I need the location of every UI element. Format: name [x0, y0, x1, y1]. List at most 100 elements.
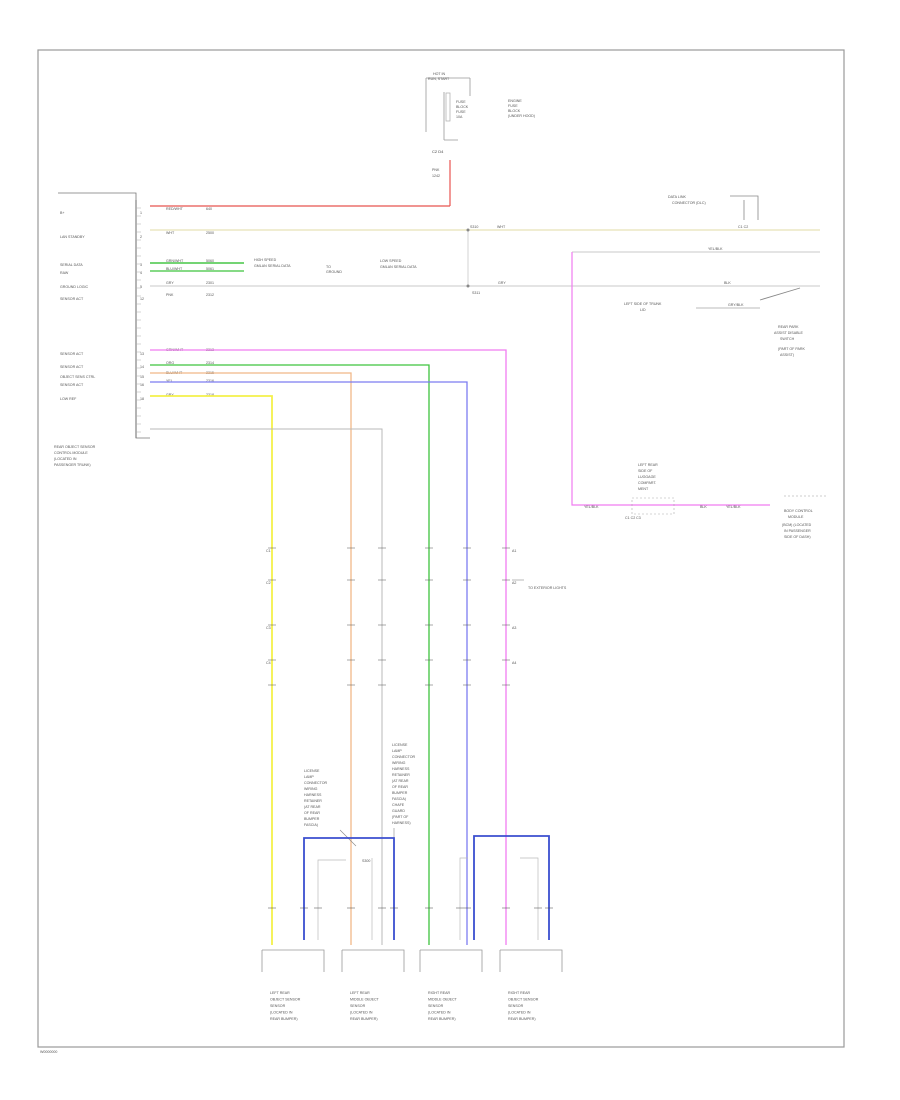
- left-note-line: LICENSE: [304, 769, 320, 773]
- notes: LICENSELAMPCONNECTORWIRINGHARNESSRETAINE…: [304, 769, 327, 827]
- module-pin-wire-color: GRY: [166, 281, 174, 285]
- bcm-1: BODY CONTROL: [784, 509, 813, 513]
- vicm-5: MENT: [638, 487, 649, 491]
- vicm-wire-b: BLK: [700, 505, 707, 509]
- sensor-label-line: REAR BUMPER): [508, 1017, 536, 1021]
- sensor-label-line: LEFT REAR: [270, 991, 290, 995]
- right-note-line: LAMP: [392, 749, 402, 753]
- module-name-4: PASSENGER TRUNK): [54, 463, 91, 467]
- left-note-line: WIRING: [304, 787, 318, 791]
- hv-note: TO EXTERIOR LIGHTS: [528, 586, 567, 590]
- vicm-4: COMPART.: [638, 481, 656, 485]
- fuse-pins: C2 D4: [432, 149, 444, 154]
- module-pin-circuit: 2301: [206, 281, 214, 285]
- upper-pins: C1 C2: [738, 225, 748, 229]
- mid-conn-right-1: A1: [512, 549, 516, 553]
- lower-wire: BLK: [724, 281, 731, 285]
- fuse-hot-label-1: HOT IN: [433, 72, 446, 76]
- sensor-label-line: (LOCATED IN: [508, 1011, 531, 1015]
- object-sensor-module: [58, 192, 150, 439]
- sensor-label-line: REAR BUMPER): [270, 1017, 298, 1021]
- fuse-label-3: FUSE: [456, 110, 466, 114]
- upper-harness: [150, 205, 820, 506]
- module-pin-number: 12: [140, 297, 144, 301]
- right-note-line: WIRING: [392, 761, 406, 765]
- sensor-body: [499, 949, 563, 972]
- sensor-body: [261, 949, 325, 972]
- module-pin-label: SENSOR ACT: [60, 297, 84, 301]
- mid-conn-right-2: A2: [512, 581, 516, 585]
- bcm-3: (BCM) (LOCATED: [782, 523, 812, 527]
- left-note-line: FASCIA): [304, 823, 318, 827]
- module-pin-wire-color: GRN/WHT: [166, 259, 184, 263]
- vicm-3: LUGGAGE: [638, 475, 656, 479]
- module-pin-number: 5: [140, 285, 142, 289]
- fuse-label-1: FUSE: [456, 100, 466, 104]
- right-note-line: (AT REAR: [392, 779, 409, 783]
- left-note-line: LAMP: [304, 775, 314, 779]
- module-pin-wire-color: BLU/WHT: [166, 267, 183, 271]
- module-name: REAR OBJECT SENSOR CONTROL MODULE (LOCAT…: [54, 445, 96, 467]
- sensor-body: [341, 949, 405, 972]
- switch-sub-2: ASSIST): [780, 353, 794, 357]
- switch-lead-2: LID: [640, 308, 646, 312]
- right-note-line: HARNESS: [392, 767, 410, 771]
- serial-note-1: HIGH SPEED: [254, 258, 277, 262]
- module-pin-label: LAN STANDBY: [60, 235, 85, 239]
- sensor-label-line: SENSOR: [428, 1004, 444, 1008]
- module-pin-circuit: 5060: [206, 259, 214, 263]
- footer-code: W0000000: [40, 1050, 57, 1054]
- mid-conn-left-2: C2: [266, 581, 271, 585]
- switch-lead-1: LEFT SIDE OF TRUNK: [624, 302, 662, 306]
- switch-sub-1: (PART OF PARK: [778, 347, 805, 351]
- ctrl-note-2: GMLAN SERIAL DATA: [380, 265, 417, 269]
- sensor-body: [419, 949, 483, 972]
- ground-note-1: TO: [326, 265, 331, 269]
- fuse-block-name-4: (UNDER HOOD): [508, 114, 535, 118]
- switch-name-2: ASSIST DISABLE: [774, 331, 803, 335]
- dlc-label-2: CONNECTOR (DLC): [672, 201, 706, 205]
- module-pin-wire-color: YEL: [166, 379, 173, 383]
- fuse-wire-circuit: 1242: [432, 174, 440, 178]
- shield-loops: [268, 835, 553, 940]
- right-note-line: CHAFE: [392, 803, 405, 807]
- sensor-label-line: RIGHT REAR: [508, 991, 531, 995]
- right-note-line: GUARD: [392, 809, 405, 813]
- sensor-label-line: SENSOR: [270, 1004, 286, 1008]
- mid-conn-left-1: C1: [266, 549, 271, 553]
- right-note-line: (PART OF: [392, 815, 409, 819]
- module-pin-wire-color: GRY: [166, 393, 174, 397]
- notes-right: LICENSELAMPCONNECTORWIRINGHARNESSRETAINE…: [392, 743, 415, 825]
- switch-name-1: REAR PARK: [778, 325, 799, 329]
- mid-conn-left-4: C4: [266, 661, 271, 665]
- module-pin-number: 18: [140, 397, 144, 401]
- right-note-line: BUMPER: [392, 791, 408, 795]
- module-pin-number: 15: [140, 375, 144, 379]
- sensor-label-line: (LOCATED IN: [428, 1011, 451, 1015]
- left-note-line: HARNESS: [304, 793, 322, 797]
- splice-a: S310: [470, 225, 478, 229]
- switch-name-3: SWITCH: [780, 337, 795, 341]
- module-pin-number: 1: [140, 211, 142, 215]
- sensor-label-line: (LOCATED IN: [270, 1011, 293, 1015]
- fuse-block: HOT IN RUN, START FUSE BLOCK FUSE 10A EN…: [425, 72, 535, 206]
- module-pin-wire-color: ORG: [166, 361, 174, 365]
- ctrl-note-1: LOW SPEED: [380, 259, 402, 263]
- module-pin-wire-color: WHT: [166, 231, 175, 235]
- module-pin-label: SENSOR ACT: [60, 352, 84, 356]
- module-pin-circuit: 2316: [206, 379, 214, 383]
- module-pin-label: B+: [60, 211, 65, 215]
- right-note-line: CONNECTOR: [392, 755, 415, 759]
- fuse-hot-label-2: RUN, START: [428, 77, 450, 81]
- splice-b: S311: [472, 291, 480, 295]
- sensor-label-line: MIDDLE OBJECT: [350, 998, 380, 1002]
- module-pin-label: SENSOR ACT: [60, 365, 84, 369]
- module-pin-number: 14: [140, 365, 144, 369]
- right-note-line: FASCIA): [392, 797, 406, 801]
- vicm-2: SIDE OF: [638, 469, 653, 473]
- module-pin-number: 4: [140, 271, 142, 275]
- sensor-label-line: REAR BUMPER): [428, 1017, 456, 1021]
